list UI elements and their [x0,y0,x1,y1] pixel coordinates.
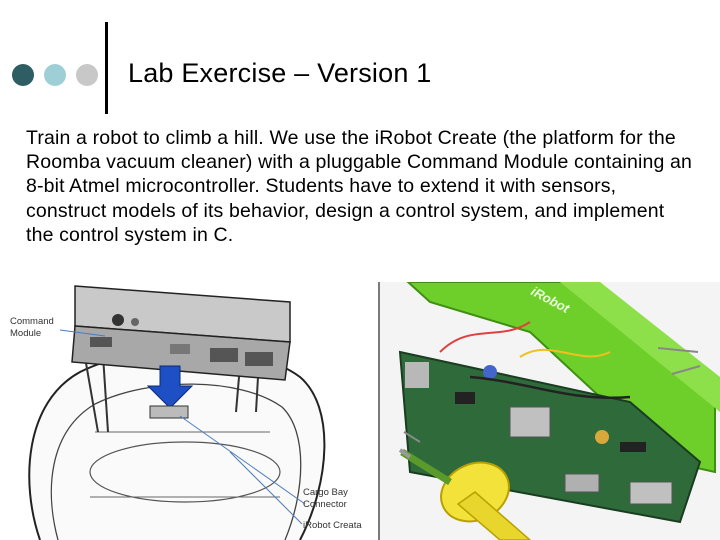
label-module: Module [10,328,41,339]
label-command: Command [10,316,54,327]
command-module-photo: iRobot [380,282,720,540]
bullet-dot-light-blue [44,64,66,86]
figure-separator [378,282,380,540]
bullet-dot-dark [12,64,34,86]
slide-title: Lab Exercise – Version 1 [128,58,432,88]
title-divider [105,22,108,114]
label-connector: Connector [303,499,347,510]
label-irobot-create: iRobot Creata [303,520,362,531]
label-cargo-bay: Cargo Bay [303,487,348,498]
bullet-dot-gray [76,64,98,86]
robot-diagram: Command Module Cargo Bay Connector iRobo… [0,282,380,540]
slide-body-text: Train a robot to climb a hill. We use th… [26,127,692,246]
